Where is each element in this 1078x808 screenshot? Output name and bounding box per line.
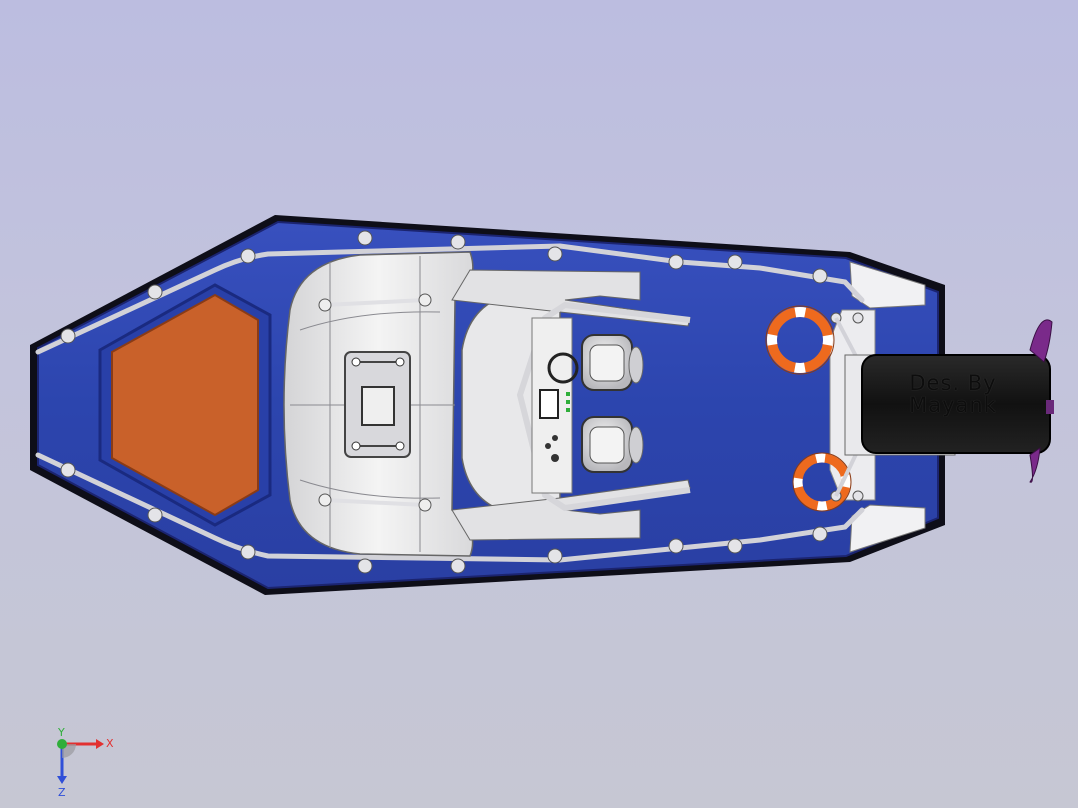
lifebuoy-top	[765, 305, 835, 375]
lifebuoy-bottom	[792, 452, 852, 512]
propeller-hub	[1046, 400, 1054, 414]
bow-pad	[111, 293, 259, 517]
helm-arm-bottom	[451, 479, 691, 541]
seat-top	[581, 334, 644, 391]
y-axis-label: Y	[57, 726, 65, 739]
engine-label: Des. By Mayank	[878, 372, 1028, 416]
engine-label-line1: Des. By	[909, 371, 997, 395]
y-axis-dot	[57, 739, 67, 749]
orientation-triad: X Y Z	[57, 726, 114, 798]
propeller-blade-top	[1029, 319, 1053, 363]
z-axis-label: Z	[58, 786, 66, 798]
propeller-blade-bottom	[1029, 446, 1041, 483]
dash-display	[539, 389, 559, 419]
seat-bottom	[581, 416, 644, 473]
engine-label-line2: Mayank	[909, 393, 997, 417]
console-hatch	[361, 386, 395, 426]
steering-wheel	[547, 352, 579, 384]
helm-frame	[516, 301, 691, 512]
x-axis-label: X	[106, 737, 114, 750]
